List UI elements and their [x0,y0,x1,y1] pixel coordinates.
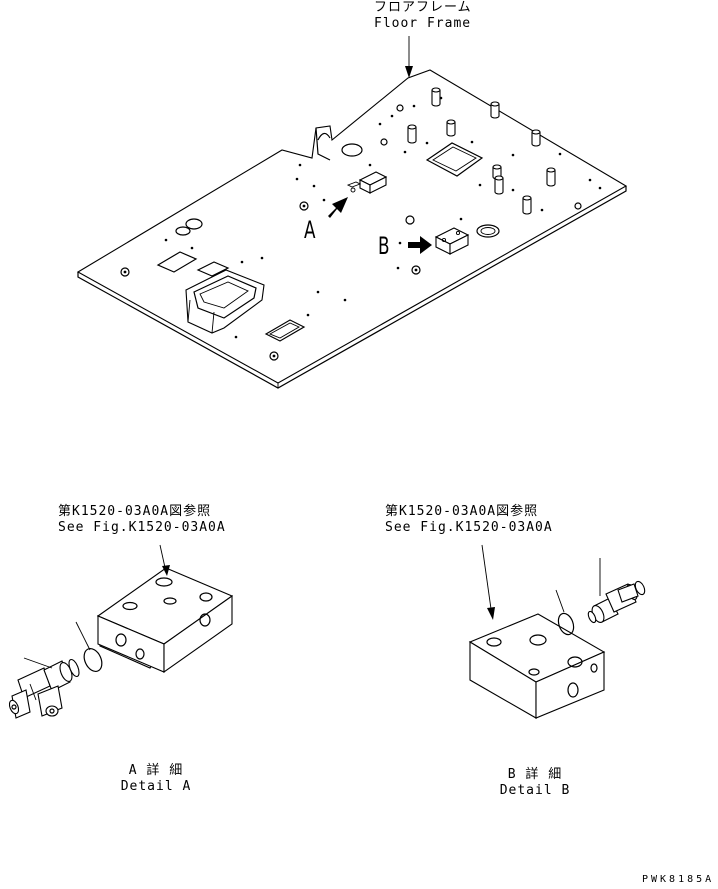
detail-b-valve-block [468,544,606,719]
detail-a-reference-jp: 第K1520-03A0A図参照 [58,504,212,519]
detail-b-o-ring [555,589,575,636]
arrow-a-icon [328,197,348,218]
detail-b-caption-jp: B 詳 細 [507,767,563,782]
floor-frame-plate [76,69,628,389]
detail-a-caption-en: Detail A [120,779,192,794]
floor-frame-label-en: Floor Frame [374,16,472,31]
detail-a-reference-en: See Fig.K1520-03A0A [58,520,226,535]
detail-b-caption-en: Detail B [499,783,571,798]
detail-a-caption-jp: A 詳 細 [128,763,184,778]
floor-frame-label-jp: フロアフレーム [374,0,472,15]
valve-block-a-location [346,171,388,194]
arrow-b-icon [408,236,432,254]
detail-a-o-ring [75,621,103,672]
bolt-holes [164,96,602,339]
detail-a-elbow-fitting [8,657,80,719]
detail-b-straight-fitting [587,558,646,624]
floor-frame-features [120,87,602,361]
callout-b-letter: B [378,232,390,260]
drawing-code: PWK8185A [642,874,715,885]
stud-bolts [407,87,556,215]
valve-block-b-location [434,227,470,255]
detail-b-reference-en: See Fig.K1520-03A0A [385,520,553,535]
callout-a-letter: A [304,216,316,244]
detail-a-valve-block [96,544,234,674]
detail-b-reference-jp: 第K1520-03A0A図参照 [385,504,539,519]
